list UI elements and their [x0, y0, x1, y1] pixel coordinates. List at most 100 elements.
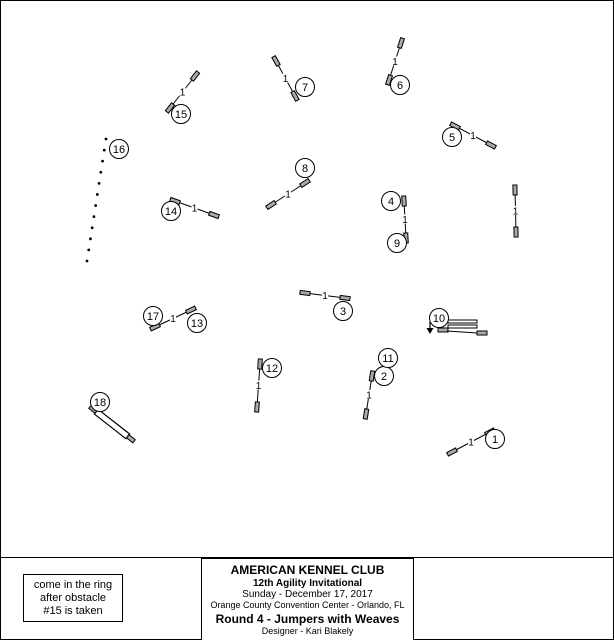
- obstacle-number-16: 16: [109, 139, 129, 159]
- number-circle: [262, 358, 282, 378]
- note-line-3: #15 is taken: [43, 605, 103, 617]
- obstacle-number-11: 11: [378, 348, 398, 368]
- weave-pole: [102, 148, 106, 152]
- jump-wing: [164, 102, 176, 114]
- jump-label-bg: [282, 73, 289, 83]
- jump-3: 1: [299, 289, 351, 302]
- jump-wing: [254, 401, 260, 413]
- weave-pole: [94, 204, 98, 207]
- number-circle: [378, 348, 398, 368]
- number-text: 14: [165, 206, 177, 218]
- jump-height-label: 1: [470, 131, 476, 142]
- club-name: AMERICAN KENNEL CLUB: [230, 563, 385, 577]
- entry-note: come in the ring after obstacle #15 is t…: [23, 574, 123, 622]
- obstacle-number-17: 17: [143, 306, 163, 326]
- weave-pole: [97, 181, 101, 185]
- jump-label-bg: [470, 130, 476, 140]
- jump-height-label: 1: [468, 438, 474, 449]
- weave-pole: [85, 259, 89, 263]
- number-text: 7: [302, 82, 308, 94]
- jump-label-bg: [170, 313, 176, 323]
- weave-pole: [87, 248, 91, 252]
- number-circle: [171, 104, 191, 124]
- jump-height-label: 1: [192, 204, 198, 215]
- jump-7: 1: [271, 54, 300, 103]
- jump-height-label: 1: [513, 207, 519, 218]
- number-text: 2: [381, 371, 387, 383]
- number-circle: [187, 313, 207, 333]
- number-text: 15: [175, 109, 187, 121]
- number-circle: [429, 308, 449, 328]
- obstacle-number-10: 10: [429, 308, 449, 328]
- direction-arrow-icon: [426, 328, 434, 334]
- jump-wing: [271, 54, 281, 68]
- obstacle-number-2: 2: [374, 366, 394, 386]
- jump-6: 1: [384, 36, 406, 87]
- number-text: 13: [191, 318, 203, 330]
- jump-wing: [299, 177, 311, 189]
- weave-poles: [85, 137, 108, 263]
- jump-height-label: 1: [402, 215, 408, 226]
- number-circle: [390, 75, 410, 95]
- number-text: 10: [433, 313, 445, 325]
- jump-wing: [401, 195, 407, 207]
- jump-height-label: 1: [285, 190, 291, 201]
- jump-label-bg: [512, 206, 519, 215]
- obstacle-number-6: 6: [390, 75, 410, 95]
- jump-label-bg: [285, 189, 291, 198]
- number-text: 18: [94, 397, 106, 409]
- jump-label-bg: [392, 56, 398, 66]
- jump-wing: [513, 226, 519, 238]
- jump-height-label: 1: [366, 391, 372, 402]
- number-circle: [143, 306, 163, 326]
- jump-wing: [512, 184, 518, 196]
- obstacle-number-12: 12: [262, 358, 282, 378]
- number-circle: [295, 158, 315, 178]
- number-text: 12: [266, 363, 278, 375]
- number-circle: [442, 127, 462, 147]
- number-circle: [387, 233, 407, 253]
- jump-wing: [257, 358, 263, 370]
- jump-wing: [384, 73, 394, 87]
- obstacle-number-15: 15: [171, 104, 191, 124]
- number-circle: [109, 139, 129, 159]
- jump-label-bg: [402, 214, 408, 224]
- number-circle: [381, 191, 401, 211]
- obstacle-number-4: 4: [381, 191, 401, 211]
- weave-pole: [99, 170, 103, 174]
- number-text: 9: [394, 238, 400, 250]
- weave-pole: [95, 193, 99, 196]
- broad-jump-marker: [476, 330, 488, 336]
- note-line-2: after obstacle: [39, 592, 107, 604]
- number-text: 17: [147, 311, 159, 323]
- number-circle: [161, 201, 181, 221]
- weave-pole: [89, 237, 92, 241]
- jump-height-label: 1: [392, 57, 398, 68]
- jump-13: 1: [148, 305, 198, 332]
- number-circle: [295, 77, 315, 97]
- number-circle: [90, 392, 110, 412]
- number-text: 5: [449, 132, 455, 144]
- jump-wing: [184, 305, 198, 315]
- jump-height-label: 1: [180, 88, 186, 99]
- weave-pole: [92, 215, 96, 219]
- jump-label-bg: [366, 390, 372, 399]
- obstacle-number-7: 7: [295, 77, 315, 97]
- jump-wing: [299, 289, 311, 297]
- event-name: 12th Agility Invitational: [252, 578, 363, 589]
- broad-jump-edge: [446, 330, 478, 334]
- jump-label-bg: [322, 290, 328, 300]
- weave-pole: [90, 226, 94, 230]
- jump-label-bg: [255, 380, 262, 390]
- event-venue: Orange County Convention Center - Orland…: [210, 600, 405, 610]
- obstacle-number-9: 9: [387, 233, 407, 253]
- jump-wing: [207, 210, 221, 220]
- jump-height-label: 1: [322, 291, 328, 302]
- round-name: Round 4 - Jumpers with Weaves: [215, 612, 400, 626]
- jump-15: 1: [164, 70, 201, 114]
- jump-height-label: 1: [170, 314, 176, 325]
- jump-wing: [445, 447, 459, 457]
- jump-wing: [368, 370, 376, 382]
